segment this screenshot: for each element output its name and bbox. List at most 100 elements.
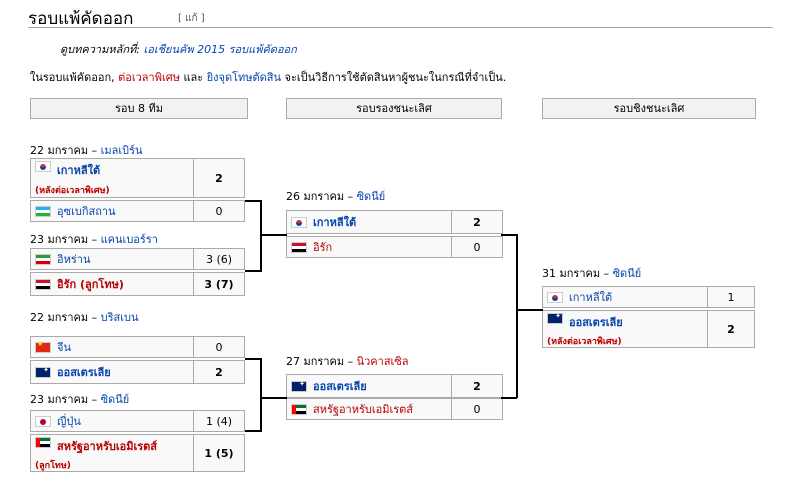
bracket-connector [501, 397, 517, 399]
team-row: ญี่ปุ่น [30, 410, 194, 432]
team-score: 0 [193, 336, 245, 358]
team-name-link[interactable]: ออสเตรเลีย [313, 380, 367, 393]
team-score: 3 (7) [193, 272, 245, 296]
irn-flag-icon [35, 253, 51, 265]
venue-link[interactable]: ซิดนีย์ [356, 190, 386, 203]
venue-link[interactable]: เมลเบิร์น [100, 144, 143, 157]
team-score: 0 [451, 398, 503, 420]
bracket-connector [245, 270, 261, 272]
team-name-link[interactable]: สหรัฐอาหรับเอมิเรตส์ [57, 440, 158, 453]
match-date: 23 มกราคม – [30, 393, 101, 406]
flag-emblem [552, 294, 558, 301]
team-name-link[interactable]: เกาหลีใต้ [569, 291, 613, 304]
team-name-link[interactable]: สหรัฐอาหรับเอมิเรตส์ [313, 403, 414, 416]
team-row: เกาหลีใต้ [542, 286, 708, 308]
team-name-link[interactable]: เกาหลีใต้ [57, 164, 101, 177]
team-score: 2 [451, 374, 503, 398]
match-date: 23 มกราคม – [30, 233, 101, 246]
hatnote: ดูบทความหลักที่: เอเชียนคัพ 2015 รอบแพ้ค… [60, 40, 297, 58]
team-score: 1 (5) [193, 434, 245, 472]
match-date: 22 มกราคม – [30, 311, 101, 324]
section-heading: รอบแพ้คัดออก [ แก้ ] [28, 3, 773, 29]
venue-link[interactable]: บริสเบน [100, 311, 139, 324]
match-date-venue: 31 มกราคม – ซิดนีย์ [542, 264, 641, 282]
aus-flag-icon: ✦ [547, 312, 563, 324]
team-score: 2 [707, 310, 755, 348]
team-row: สหรัฐอาหรับเอมิเรตส์ (ลูกโทษ) [30, 434, 194, 472]
team-name-link[interactable]: ออสเตรเลีย [569, 316, 623, 329]
bracket-connector [261, 397, 287, 399]
section-title: รอบแพ้คัดออก [28, 9, 134, 29]
edit-link[interactable]: [ แก้ ] [178, 13, 205, 24]
flag-stars: ✦ [555, 312, 561, 320]
match-date: 27 มกราคม – [286, 355, 357, 368]
bracket-connector [516, 234, 518, 398]
uzb-flag-icon [35, 205, 51, 217]
team-row: อุซเบกิสถาน [30, 200, 194, 222]
uae-flag-icon [291, 403, 307, 415]
aus-flag-icon: ✦ [35, 365, 51, 378]
chn-flag-icon: ★ [35, 339, 51, 353]
team-name-link[interactable]: ญี่ปุ่น [57, 415, 81, 428]
match-note: (หลังต่อเวลาพิเศษ) [35, 185, 110, 196]
bracket-connector [245, 430, 261, 432]
kor-flag-icon [547, 291, 563, 303]
team-row: สหรัฐอาหรับเอมิเรตส์ [286, 398, 452, 420]
bracket-connector [517, 309, 543, 311]
match-date: 22 มกราคม – [30, 144, 101, 157]
team-row: ✦ ออสเตรเลีย [30, 360, 194, 384]
aus-flag-icon: ✦ [291, 379, 307, 392]
uae-flag-icon [35, 437, 51, 448]
team-name-link[interactable]: จีน [57, 341, 71, 354]
venue-link[interactable]: ซิดนีย์ [100, 393, 130, 406]
venue-link[interactable]: ซิดนีย์ [612, 267, 642, 280]
round-header-qf: รอบ 8 ทีม [30, 98, 248, 119]
flag-stars: ✦ [43, 365, 49, 374]
bracket-connector [260, 200, 262, 272]
team-score: 0 [193, 200, 245, 222]
match-date: 31 มกราคม – [542, 267, 613, 280]
match-date-venue: 26 มกราคม – ซิดนีย์ [286, 187, 385, 205]
match-date-venue: 27 มกราคม – นิวคาสเซิล [286, 352, 409, 370]
team-row: ★ จีน [30, 336, 194, 358]
team-row: อิหร่าน [30, 248, 194, 270]
irq-flag-icon [35, 278, 51, 290]
intro-text: ในรอบแพ้คัดออก, [30, 71, 119, 84]
team-name-link[interactable]: อิรัก (ลูกโทษ) [57, 278, 124, 291]
flag-emblem [40, 164, 46, 170]
hatnote-prefix: ดูบทความหลักที่: [60, 43, 144, 56]
team-name-link[interactable]: ออสเตรเลีย [57, 366, 111, 379]
intro-text: และ [179, 71, 207, 84]
match-note: (หลังต่อเวลาพิเศษ) [547, 337, 622, 347]
team-score: 1 (4) [193, 410, 245, 432]
flag-emblem [40, 418, 46, 425]
venue-link[interactable]: แคนเบอร์รา [100, 233, 158, 246]
bracket-connector [260, 358, 262, 432]
team-row: อิรัก [286, 236, 452, 258]
team-score: 2 [451, 210, 503, 234]
flag-emblem [296, 219, 302, 226]
team-row: ✦ ออสเตรเลีย [286, 374, 452, 398]
team-row: เกาหลีใต้ (หลังต่อเวลาพิเศษ) [30, 158, 194, 198]
jpn-flag-icon [35, 415, 51, 427]
team-name-link[interactable]: เกาหลีใต้ [313, 216, 357, 229]
flag-stars: ✦ [299, 379, 305, 388]
match-note: (ลูกโทษ) [35, 461, 71, 471]
match-date: 26 มกราคม – [286, 190, 357, 203]
round-header-sf: รอบรองชนะเลิศ [286, 98, 502, 119]
extra-time-link[interactable]: ต่อเวลาพิเศษ [118, 71, 180, 84]
team-name-link[interactable]: อิหร่าน [57, 253, 91, 266]
venue-link[interactable]: นิวคาสเซิล [356, 355, 409, 368]
bracket-connector [245, 358, 261, 360]
penalty-link[interactable]: ยิงจุดโทษตัดสิน [206, 71, 282, 84]
bracket-connector [501, 234, 517, 236]
team-row: อิรัก (ลูกโทษ) [30, 272, 194, 296]
team-name-link[interactable]: อิรัก [313, 241, 333, 254]
kor-flag-icon [291, 216, 307, 228]
team-row: ✦ ออสเตรเลีย (หลังต่อเวลาพิเศษ) [542, 310, 708, 348]
team-score: 3 (6) [193, 248, 245, 270]
team-name-link[interactable]: อุซเบกิสถาน [57, 205, 116, 218]
intro-text: จะเป็นวิธีการใช้ตัดสินหาผู้ชนะในกรณีที่จ… [281, 71, 507, 84]
flag-star: ★ [37, 339, 44, 348]
hatnote-link[interactable]: เอเชียนคัพ 2015 รอบแพ้คัดออก [143, 43, 297, 56]
